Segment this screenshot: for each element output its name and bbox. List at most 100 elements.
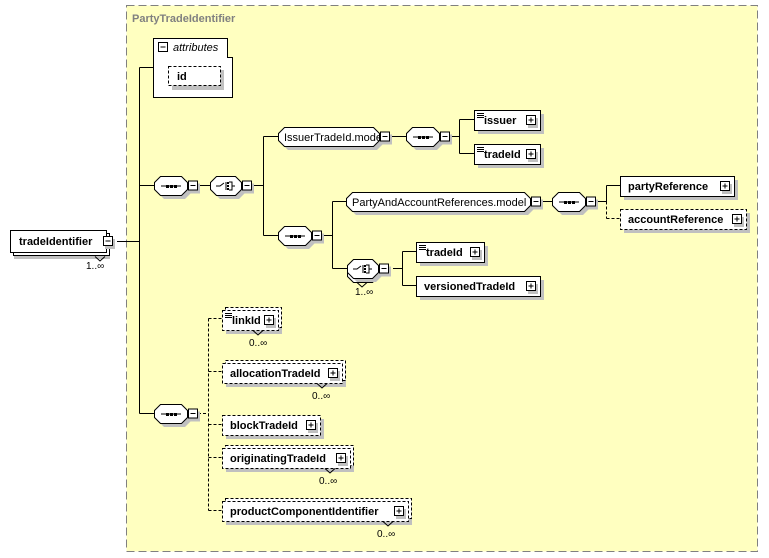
collapse-icon[interactable] bbox=[158, 42, 168, 52]
element-productComponentIdentifier[interactable]: productComponentIdentifier 0..∞ bbox=[222, 498, 413, 541]
cardinality-label: 1..∞ bbox=[86, 261, 104, 272]
expand-icon[interactable] bbox=[394, 506, 407, 520]
element-versionedTradeId[interactable]: versionedTradeId bbox=[416, 276, 545, 301]
element-partyReference[interactable]: partyReference bbox=[620, 176, 739, 201]
attribute-id[interactable]: id bbox=[168, 66, 225, 91]
collapse-icon[interactable] bbox=[312, 230, 325, 244]
sequence-compositor-issuer[interactable] bbox=[406, 127, 453, 151]
element-accountReference[interactable]: accountReference bbox=[620, 209, 751, 234]
element-box bbox=[620, 209, 747, 230]
occurrence-notch bbox=[324, 468, 336, 474]
collapse-icon[interactable] bbox=[379, 263, 392, 277]
expand-icon[interactable] bbox=[720, 181, 733, 195]
element-label: blockTradeId bbox=[230, 420, 298, 432]
occurrence-notch bbox=[382, 521, 394, 527]
group-ref-party-and-account-references-model[interactable]: PartyAndAccountReferences.model bbox=[346, 192, 544, 216]
group-label: PartyAndAccountReferences.model bbox=[352, 197, 526, 209]
cardinality-label: 1..∞ bbox=[355, 287, 373, 298]
sequence-dot bbox=[166, 185, 169, 188]
sequence-dot bbox=[564, 201, 567, 204]
expand-icon[interactable] bbox=[526, 281, 539, 295]
element-box bbox=[222, 501, 409, 522]
choice-compositor-main[interactable] bbox=[210, 176, 255, 200]
element-label: tradeId bbox=[426, 247, 463, 259]
sequence-dot bbox=[572, 201, 575, 204]
element-label: productComponentIdentifier bbox=[230, 506, 379, 518]
simple-type-icon bbox=[477, 113, 484, 118]
cardinality-label: 0..∞ bbox=[377, 529, 395, 540]
element-label: tradeIdentifier bbox=[19, 236, 93, 248]
collapse-icon[interactable] bbox=[531, 196, 544, 210]
element-box bbox=[416, 276, 541, 297]
sequence-dot bbox=[166, 413, 169, 416]
collapse-icon[interactable] bbox=[242, 180, 255, 194]
choice-dot bbox=[364, 271, 366, 273]
expand-icon[interactable] bbox=[470, 247, 483, 261]
element-label: tradeId bbox=[484, 149, 521, 161]
expand-icon[interactable] bbox=[526, 115, 539, 129]
sequence-compositor-main[interactable] bbox=[154, 176, 201, 200]
choice-compositor-tradeid[interactable]: 1..∞ bbox=[347, 259, 392, 299]
expand-icon[interactable] bbox=[526, 149, 539, 163]
element-label: allocationTradeId bbox=[230, 368, 320, 380]
element-box bbox=[222, 415, 321, 436]
element-blockTradeId[interactable]: blockTradeId bbox=[222, 415, 325, 440]
sequence-dot bbox=[174, 413, 177, 416]
root-element-tradeIdentifier[interactable]: tradeIdentifier 1..∞ bbox=[10, 230, 116, 273]
sequence-dot bbox=[426, 136, 429, 139]
sequence-dot bbox=[170, 413, 173, 416]
sequence-dot bbox=[418, 136, 421, 139]
simple-type-icon bbox=[477, 147, 484, 152]
expand-icon[interactable] bbox=[264, 315, 277, 329]
compositor-shape bbox=[278, 127, 380, 147]
element-originatingTradeId[interactable]: originatingTradeId 0..∞ bbox=[222, 445, 355, 488]
element-label: originatingTradeId bbox=[230, 453, 326, 465]
sequence-compositor-party-model[interactable] bbox=[552, 192, 599, 216]
element-tradeId-versioned-choice[interactable]: tradeId bbox=[416, 242, 489, 267]
sequence-dot bbox=[422, 136, 425, 139]
element-box bbox=[222, 363, 343, 384]
element-label: versionedTradeId bbox=[424, 281, 515, 293]
cardinality-label: 0..∞ bbox=[319, 476, 337, 487]
collapse-icon[interactable] bbox=[188, 408, 201, 422]
element-issuer[interactable]: issuer bbox=[474, 110, 545, 135]
choice-dot bbox=[364, 268, 366, 270]
attributes-group[interactable]: attributes id bbox=[153, 38, 233, 98]
element-box bbox=[474, 110, 541, 131]
group-ref-issuer-trade-id-model[interactable]: IssuerTradeId.model bbox=[278, 127, 393, 151]
sequence-dot bbox=[568, 201, 571, 204]
element-label: accountReference bbox=[628, 214, 723, 226]
element-tradeId[interactable]: tradeId bbox=[474, 144, 545, 169]
collapse-icon[interactable] bbox=[103, 236, 116, 250]
occurrence-notch bbox=[252, 330, 264, 336]
choice-dot bbox=[364, 265, 366, 267]
sequence-compositor-optional[interactable] bbox=[154, 404, 201, 428]
attributes-label: attributes bbox=[173, 42, 219, 54]
expand-icon[interactable] bbox=[328, 368, 341, 382]
sequence-compositor-party[interactable] bbox=[278, 226, 325, 250]
cardinality-label: 0..∞ bbox=[249, 338, 267, 349]
attribute-label: id bbox=[177, 71, 187, 83]
collapse-icon[interactable] bbox=[380, 131, 393, 145]
choice-icon bbox=[216, 181, 235, 191]
element-label: partyReference bbox=[628, 181, 708, 193]
collapse-icon[interactable] bbox=[586, 196, 599, 210]
sequence-dot bbox=[170, 185, 173, 188]
sequence-dot bbox=[290, 235, 293, 238]
element-box bbox=[416, 242, 485, 263]
collapse-icon[interactable] bbox=[440, 131, 453, 145]
simple-type-icon bbox=[225, 313, 232, 318]
collapse-icon[interactable] bbox=[188, 180, 201, 194]
type-name-label: PartyTradeIdentifier bbox=[132, 13, 236, 25]
expand-icon[interactable] bbox=[732, 214, 745, 228]
occurrence-notch bbox=[356, 282, 368, 288]
expand-icon[interactable] bbox=[336, 453, 349, 467]
element-label: issuer bbox=[484, 115, 517, 127]
choice-dot bbox=[227, 188, 229, 190]
choice-dot bbox=[227, 182, 229, 184]
occurrence-notch bbox=[94, 256, 106, 262]
expand-icon[interactable] bbox=[306, 420, 319, 434]
